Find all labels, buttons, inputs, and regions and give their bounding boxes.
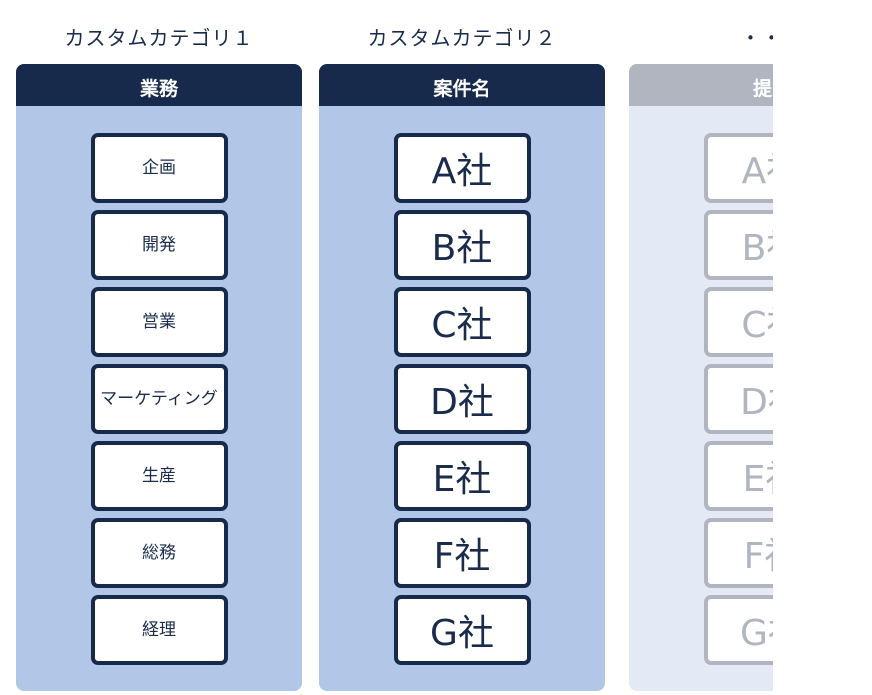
project-item[interactable]: G社 <box>393 595 531 665</box>
panel-header-1: 業務 <box>16 64 302 106</box>
project-item[interactable]: C社 <box>393 287 531 357</box>
category-item[interactable]: 総務 <box>90 518 228 588</box>
panel-header-2: 案件名 <box>319 64 605 106</box>
category-item[interactable]: 経理 <box>90 595 228 665</box>
column-title-2: カスタムカテゴリ２ <box>367 26 557 50</box>
category-item[interactable]: マーケティング <box>90 364 228 434</box>
category-item[interactable]: 営業 <box>90 287 228 357</box>
project-item[interactable]: D社 <box>393 364 531 434</box>
category-item[interactable]: 生産 <box>90 441 228 511</box>
project-item[interactable]: E社 <box>393 441 531 511</box>
category-item[interactable]: 企画 <box>90 133 228 203</box>
project-item[interactable]: B社 <box>393 210 531 280</box>
project-item[interactable]: F社 <box>393 518 531 588</box>
project-item[interactable]: A社 <box>393 133 531 203</box>
category-panel-1: 業務 企画 開発 営業 マーケティング 生産 総務 経理 <box>16 64 302 691</box>
category-panel-2: 案件名 A社 B社 C社 D社 E社 F社 G社 <box>319 64 605 691</box>
crop-overlay <box>773 0 872 695</box>
category-item[interactable]: 開発 <box>90 210 228 280</box>
column-title-1: カスタムカテゴリ１ <box>64 26 254 50</box>
